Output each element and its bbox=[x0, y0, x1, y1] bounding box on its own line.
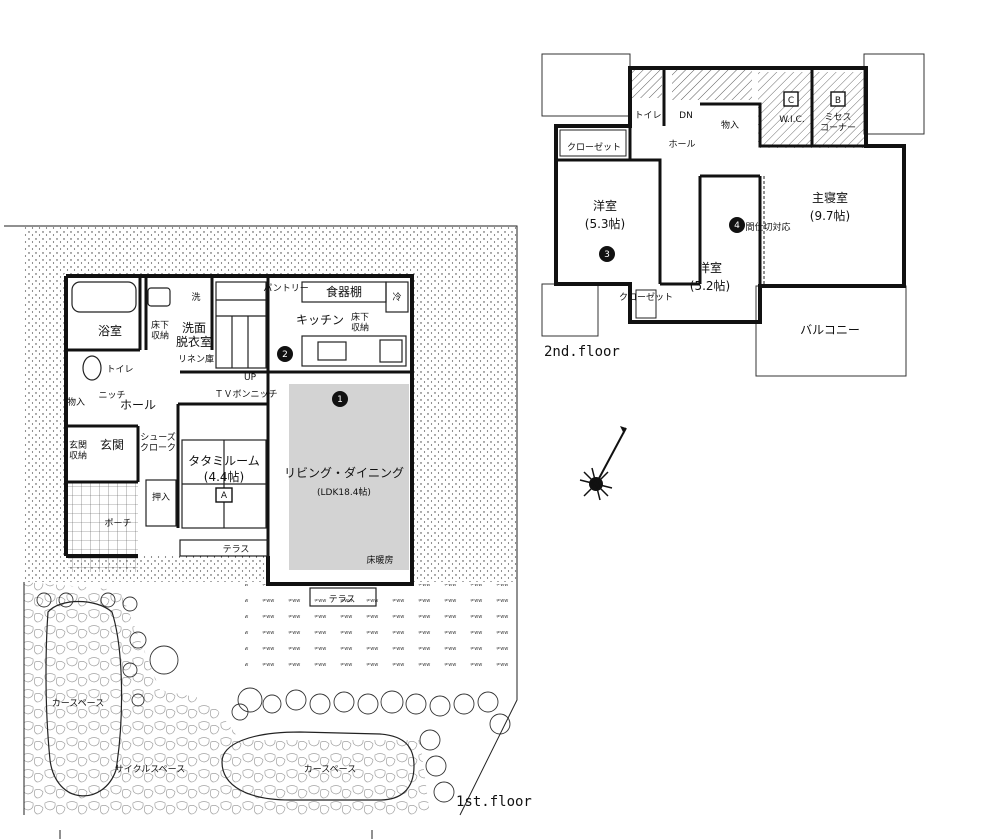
stair-down-label: DN bbox=[679, 111, 693, 121]
room-fridge: 冷 bbox=[392, 291, 401, 303]
stone-paving bbox=[24, 582, 430, 815]
marker-3-label: 3 bbox=[604, 250, 610, 260]
room-toilet-2f: トイレ bbox=[634, 111, 661, 121]
room-closet-2f-2: クローゼット bbox=[619, 291, 673, 303]
first-floor-plan: 1 2 A 浴室 洗 洗面脱衣室 床下収納 リネン庫 トイレ ホール ニッチ 物… bbox=[4, 225, 532, 839]
room-misses-corner: ミセスコーナー bbox=[820, 112, 856, 133]
room-terrace-2: テラス bbox=[329, 594, 356, 605]
stair-up-label: UP bbox=[244, 373, 257, 383]
room-wic: W.I.C. bbox=[779, 115, 804, 125]
room-tatami-size: (4.4帖) bbox=[204, 469, 244, 484]
car-space-2: カースペース bbox=[304, 764, 356, 775]
room-porch: ポーチ bbox=[104, 518, 131, 529]
first-floor-caption: 1st.floor bbox=[456, 794, 532, 810]
room-shoe-cloak: シューズクローク bbox=[140, 431, 176, 453]
room-toilet-1f: トイレ bbox=[106, 365, 133, 375]
room-bath: 浴室 bbox=[98, 323, 122, 338]
room-dish-shelf: 食器棚 bbox=[326, 284, 362, 299]
marker-1-badge bbox=[332, 391, 348, 407]
room-western-1-size: (5.3帖) bbox=[585, 216, 625, 231]
room-western-1: 洋室 bbox=[593, 198, 617, 213]
living-floor-heating-area bbox=[289, 384, 409, 570]
room-entrance: 玄関 bbox=[100, 437, 124, 452]
room-closet-2f-1: クローゼット bbox=[567, 141, 621, 153]
floor-heating-note: 床暖房 bbox=[366, 554, 393, 566]
room-western-2-size: (5.2帖) bbox=[690, 278, 730, 293]
north-compass-icon bbox=[579, 426, 627, 501]
marker-4-label: 4 bbox=[734, 221, 740, 231]
wash-mark: 洗 bbox=[191, 291, 200, 303]
marker-a-box bbox=[215, 487, 233, 503]
lawn-area bbox=[245, 584, 517, 674]
room-niche: ニッチ bbox=[98, 390, 125, 401]
room-western-2: 洋室 bbox=[698, 260, 722, 275]
marker-c-box bbox=[783, 91, 799, 107]
room-living-dining: リビング・ダイニング bbox=[284, 465, 404, 480]
room-master-size: (9.7帖) bbox=[810, 208, 850, 223]
second-floor-plan: 3 4 B C トイレ DN ホール 物入 W.I.C. ミセスコーナー クロー… bbox=[541, 53, 925, 377]
room-storage-2f: 物入 bbox=[721, 119, 739, 131]
marker-3-badge bbox=[599, 246, 615, 262]
room-hall-2f: ホール bbox=[668, 139, 695, 150]
room-ldk-size: (LDK18.4帖) bbox=[317, 486, 371, 498]
marker-2-badge bbox=[277, 346, 293, 362]
marker-a-label: A bbox=[221, 491, 228, 501]
room-kitchen: キッチン bbox=[296, 313, 344, 327]
room-closet-1f: 押入 bbox=[152, 491, 170, 503]
room-master-bedroom: 主寝室 bbox=[812, 190, 848, 205]
car-space-1: カースペース bbox=[52, 698, 104, 709]
room-linen: リネン庫 bbox=[178, 353, 214, 365]
marker-4-badge bbox=[729, 217, 745, 233]
room-tv-niche: ＴＶボンニッチ bbox=[214, 389, 277, 400]
cycle-space: サイクルスペース bbox=[115, 764, 185, 775]
marker-1-label: 1 bbox=[337, 395, 343, 405]
marker-c-label: C bbox=[788, 96, 794, 106]
room-pantry: パントリー bbox=[263, 283, 308, 294]
room-entrance-storage: 玄関収納 bbox=[69, 439, 87, 461]
marker-2-label: 2 bbox=[282, 350, 288, 360]
room-washroom: 洗面脱衣室 bbox=[176, 321, 212, 349]
second-floor-caption: 2nd.floor bbox=[544, 344, 620, 360]
partition-note: 間仕切対応 bbox=[745, 221, 790, 233]
room-storage-1f: 物入 bbox=[67, 396, 85, 408]
underfloor-storage-2: 床下収納 bbox=[351, 311, 369, 333]
room-hall-1f: ホール bbox=[120, 398, 156, 412]
underfloor-storage-1: 床下収納 bbox=[151, 319, 169, 341]
marker-b-box bbox=[830, 91, 846, 107]
room-balcony: バルコニー bbox=[800, 323, 860, 337]
marker-b-label: B bbox=[835, 96, 841, 106]
room-tatami: タタミルーム bbox=[188, 454, 260, 468]
room-terrace-1: テラス bbox=[223, 544, 250, 555]
